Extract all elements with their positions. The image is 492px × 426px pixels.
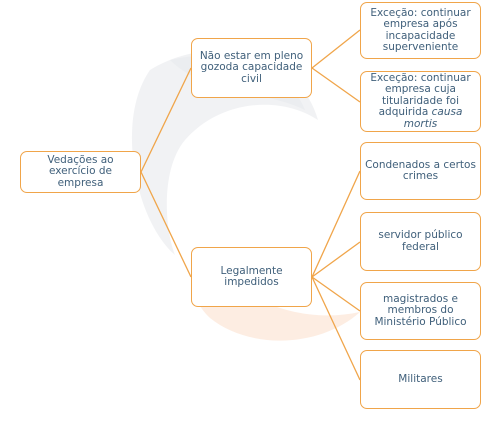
connector-impeded-to-militares xyxy=(311,276,361,381)
impeded-item-servidor-label: servidor público federal xyxy=(378,229,463,253)
impeded-item-militares: Militares xyxy=(360,350,481,409)
root-node: Vedações ao exercício de empresa xyxy=(20,151,141,193)
impeded-node-label: Legalmente impedidos xyxy=(220,264,283,288)
connector-root-to-capacity xyxy=(140,67,192,173)
connector-impeded-to-magistrados xyxy=(311,276,361,312)
impeded-node: Legalmente impedidos xyxy=(191,247,312,307)
impeded-item-militares-label: Militares xyxy=(398,372,443,385)
capacity-node: Não estar em pleno gozoda capacidade civ… xyxy=(191,38,312,98)
capacity-node-label: Não estar em pleno gozoda capacidade civ… xyxy=(199,49,304,85)
impeded-item-servidor: servidor público federal xyxy=(360,212,481,271)
impeded-item-magistrados: magistrados e membros do Ministério Públ… xyxy=(360,282,481,340)
exception-1-node: Exceção: continuar empresa após incapaci… xyxy=(360,2,481,59)
impeded-item-magistrados-label: magistrados e membros do Ministério Públ… xyxy=(374,292,467,328)
impeded-item-crimes-label: Condenados a certos crimes xyxy=(365,158,476,182)
exception-2-label: Exceção: continuar empresa cuja titulari… xyxy=(365,71,476,131)
connector-impeded-to-crimes xyxy=(311,170,361,278)
exception-1-label: Exceção: continuar empresa após incapaci… xyxy=(370,6,471,53)
connector-root-to-impeded xyxy=(140,171,192,278)
connector-capacity-to-exception-2 xyxy=(311,67,361,103)
impeded-item-crimes: Condenados a certos crimes xyxy=(360,142,481,200)
connector-impeded-to-servidor xyxy=(311,241,361,278)
exception-2-text: Exceção: continuar empresa cuja titulari… xyxy=(370,71,471,119)
connector-capacity-to-exception-1 xyxy=(311,29,361,69)
exception-2-italic: causa mortis xyxy=(403,106,463,130)
exception-2-node: Exceção: continuar empresa cuja titulari… xyxy=(360,71,481,132)
root-node-label: Vedações ao exercício de empresa xyxy=(47,153,114,189)
